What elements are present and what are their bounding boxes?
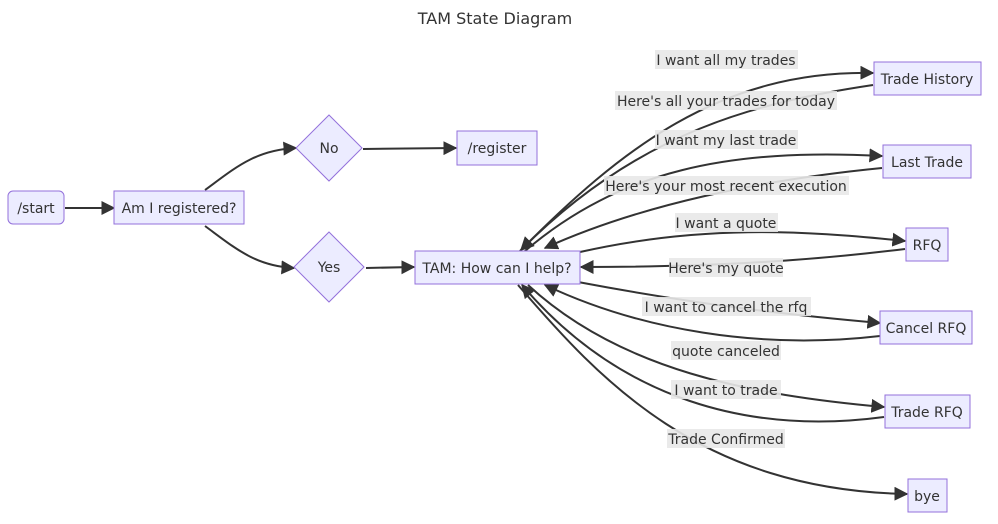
- edge-last-trade-to-help: [543, 167, 883, 250]
- node-bye: bye: [907, 478, 948, 513]
- edge-label-trade-confirmed: Trade Confirmed: [667, 429, 785, 448]
- svg-text:I want to trade: I want to trade: [674, 383, 777, 399]
- svg-text:Cancel RFQ: Cancel RFQ: [886, 321, 967, 337]
- svg-text:Yes: Yes: [317, 260, 341, 276]
- svg-text:TAM: How can I help?: TAM: How can I help?: [421, 261, 571, 277]
- node-last-trade: Last Trade: [882, 144, 972, 179]
- svg-text:Last Trade: Last Trade: [891, 155, 963, 171]
- node-yes-decision: Yes: [293, 231, 365, 303]
- edge-registered-to-yes: [204, 225, 296, 275]
- edge-label-want-quote: I want a quote: [675, 213, 778, 232]
- svg-text:Trade RFQ: Trade RFQ: [890, 405, 963, 421]
- edges: [65, 65, 909, 501]
- edge-help-to-bye: [517, 284, 909, 501]
- svg-text:I want my last trade: I want my last trade: [656, 133, 797, 149]
- edge-cancel-rfq-to-help: [543, 284, 881, 342]
- svg-text:I want to cancel the rfq: I want to cancel the rfq: [645, 300, 808, 316]
- svg-text:quote canceled: quote canceled: [672, 344, 780, 360]
- node-help: TAM: How can I help?: [414, 250, 581, 285]
- svg-text:/register: /register: [468, 141, 527, 157]
- edge-registered-to-no: [204, 141, 298, 191]
- svg-text:Here's all your trades for tod: Here's all your trades for today: [617, 94, 835, 110]
- diagram-title: TAM State Diagram: [417, 9, 573, 28]
- edge-label-quote-canceled: quote canceled: [671, 341, 781, 360]
- svg-text:Am I registered?: Am I registered?: [122, 201, 237, 217]
- svg-text:RFQ: RFQ: [913, 238, 942, 254]
- svg-text:I want a quote: I want a quote: [676, 216, 777, 232]
- edge-help-to-trade-rfq: [527, 284, 886, 413]
- edge-labels: I want all my trades Here's all your tra…: [604, 50, 849, 448]
- nodes: /start Am I registered? No /register Yes…: [7, 61, 982, 513]
- edge-label-all-trades-today: Here's all your trades for today: [615, 91, 837, 110]
- svg-text:Here's your most recent execut: Here's your most recent execution: [605, 179, 847, 195]
- svg-text:No: No: [319, 141, 338, 157]
- svg-text:Trade Confirmed: Trade Confirmed: [667, 432, 783, 448]
- edge-yes-to-help: [365, 260, 416, 275]
- edge-trade-rfq-to-help: [521, 283, 885, 423]
- node-cancel-rfq: Cancel RFQ: [879, 310, 973, 345]
- edge-label-want-to-trade: I want to trade: [671, 380, 781, 399]
- node-rfq: RFQ: [905, 227, 949, 262]
- edge-label-want-all-trades: I want all my trades: [655, 50, 798, 69]
- svg-text:Trade History: Trade History: [880, 72, 974, 88]
- node-register: /register: [456, 130, 538, 166]
- edge-help-to-rfq: [579, 231, 907, 253]
- node-trade-history: Trade History: [873, 61, 982, 96]
- node-start: /start: [7, 190, 65, 225]
- svg-text:Here's my quote: Here's my quote: [668, 261, 784, 277]
- svg-text:/start: /start: [17, 201, 55, 217]
- edge-label-most-recent-execution: Here's your most recent execution: [604, 176, 849, 195]
- edge-help-to-last-trade: [524, 148, 884, 252]
- node-registered-question: Am I registered?: [113, 190, 245, 225]
- svg-text:bye: bye: [914, 489, 940, 505]
- edge-help-to-trade-history: [519, 65, 875, 252]
- edge-label-want-cancel-rfq: I want to cancel the rfq: [642, 297, 811, 316]
- svg-text:I want all my trades: I want all my trades: [656, 53, 795, 69]
- node-trade-rfq: Trade RFQ: [884, 394, 971, 429]
- node-no-decision: No: [295, 114, 363, 182]
- edge-label-heres-my-quote: Here's my quote: [668, 258, 784, 277]
- edge-label-want-last-trade: I want my last trade: [655, 130, 798, 149]
- edge-no-to-register: [362, 141, 458, 156]
